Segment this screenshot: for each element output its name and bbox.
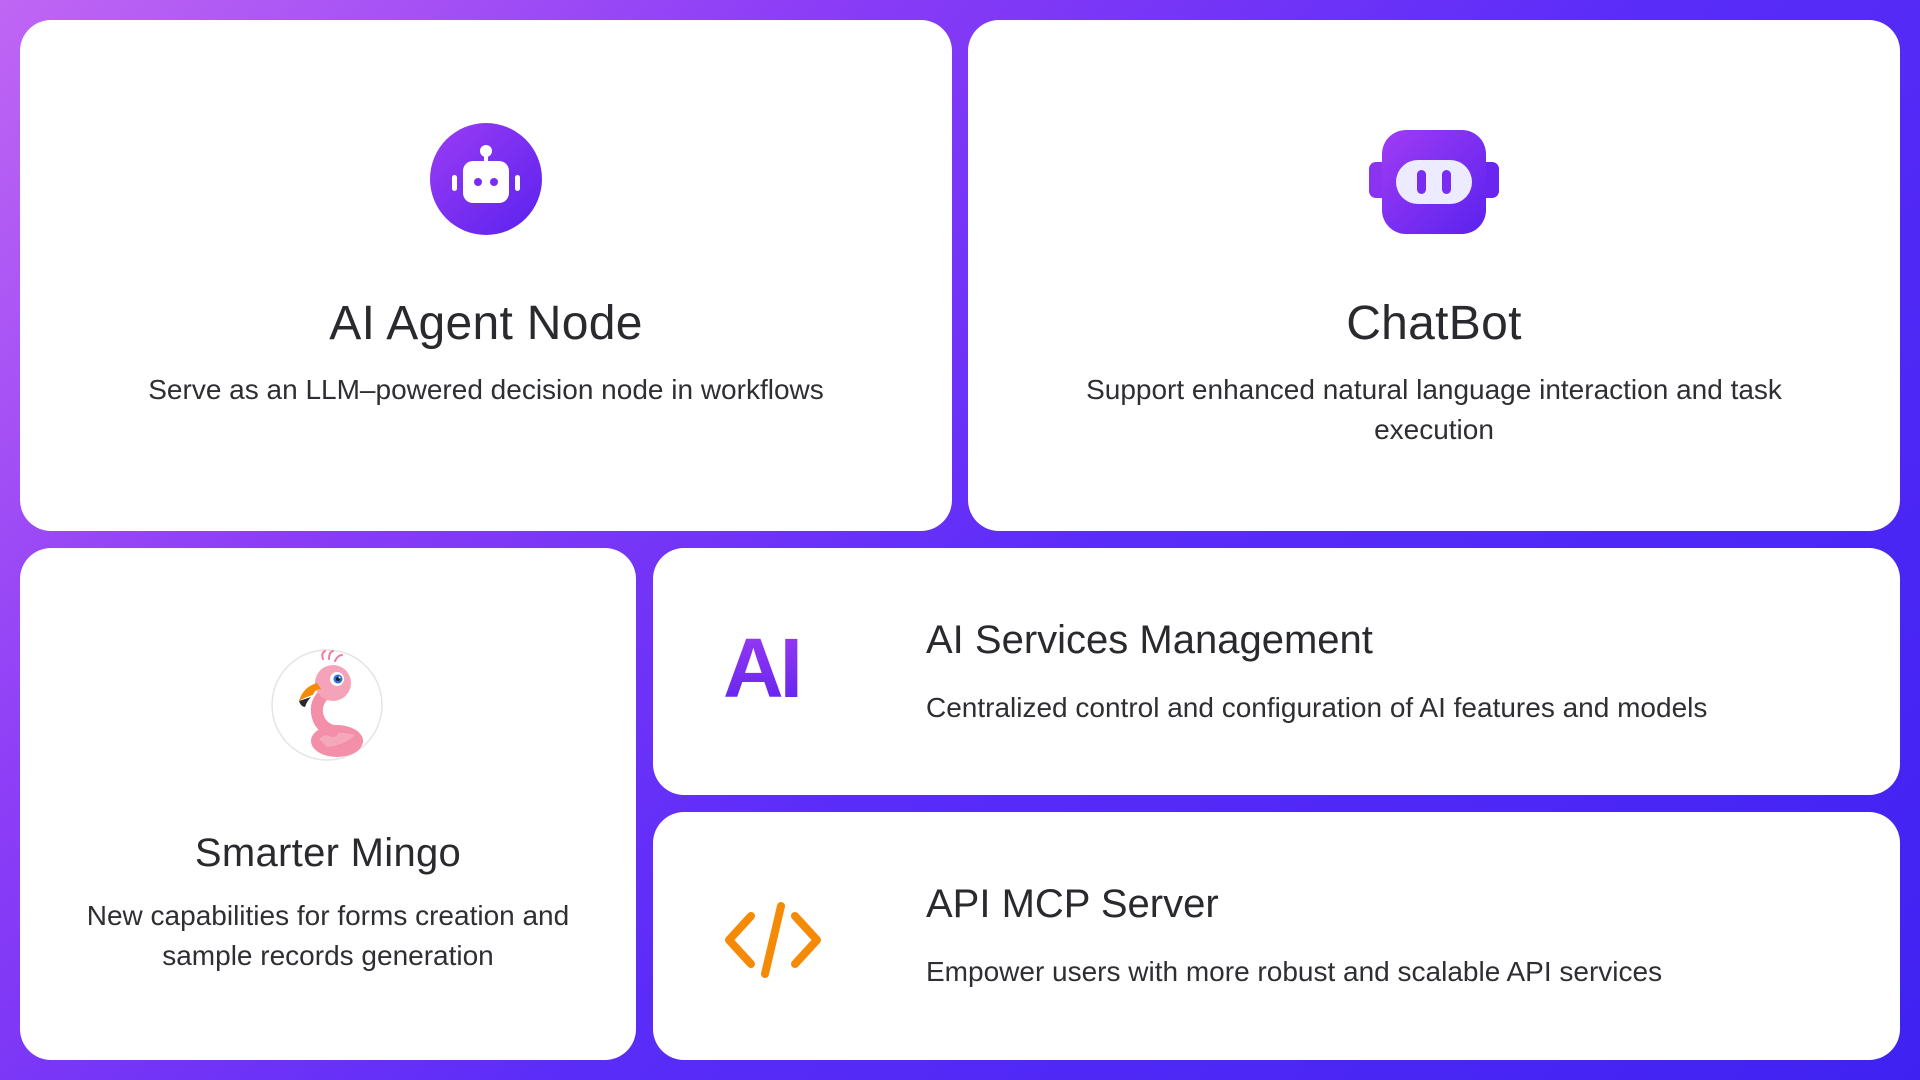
card-smarter-mingo[interactable]: Smarter Mingo New capabilities for forms… (20, 548, 636, 1060)
card-title-wrap: ChatBot (968, 296, 1900, 351)
card-ai-agent-node[interactable]: AI Agent Node Serve as an LLM–powered de… (20, 20, 952, 531)
chatbot-icon (1369, 130, 1499, 234)
card-chatbot[interactable]: ChatBot Support enhanced natural languag… (968, 20, 1900, 531)
card-title-wrap: Smarter Mingo (20, 831, 636, 876)
card-title: Smarter Mingo (194, 831, 462, 875)
ai-text-icon: AI (723, 618, 803, 718)
card-ai-services-management[interactable]: AI AI Services Management Centralized co… (653, 548, 1900, 795)
card-api-mcp-server[interactable]: API MCP Server Empower users with more r… (653, 812, 1900, 1060)
flamingo-avatar (271, 649, 383, 761)
card-title: ChatBot (1346, 297, 1522, 350)
card-description-wrap: New capabilities for forms creation and … (60, 896, 596, 976)
card-title: AI Services Management (926, 618, 1373, 662)
card-description: Serve as an LLM–powered decision node in… (148, 374, 824, 405)
card-title-wrap: AI Agent Node (20, 296, 952, 351)
card-description-wrap: Support enhanced natural language intera… (1048, 370, 1820, 450)
card-description: Support enhanced natural language intera… (1086, 374, 1782, 445)
card-title: AI Agent Node (329, 297, 643, 350)
robot-icon (430, 123, 542, 235)
card-title: API MCP Server (926, 882, 1219, 926)
card-description-wrap: Serve as an LLM–powered decision node in… (20, 370, 952, 410)
card-description: Empower users with more robust and scala… (926, 956, 1663, 987)
card-description: Centralized control and configuration of… (926, 692, 1708, 723)
card-description: New capabilities for forms creation and … (86, 900, 570, 971)
code-icon (725, 902, 821, 978)
